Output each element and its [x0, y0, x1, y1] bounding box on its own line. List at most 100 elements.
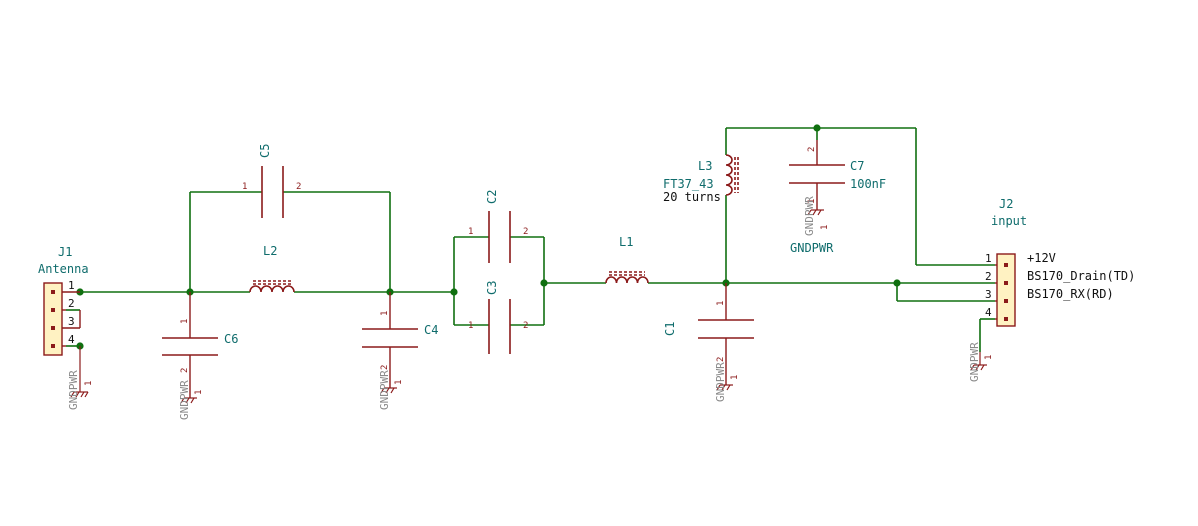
- c3-ref-label: C3: [485, 281, 499, 295]
- c6-pin1: 1: [180, 319, 190, 324]
- ground-symbol-j1: GNDPWR 1: [67, 346, 94, 410]
- c7-pin1: 1: [807, 199, 817, 204]
- c7-pin2: 2: [807, 147, 817, 152]
- capacitor-c1[interactable]: 1 2 C1: [663, 283, 754, 385]
- c5-pin1: 1: [242, 182, 247, 192]
- capacitor-c2[interactable]: 1 2 C2: [468, 190, 528, 263]
- gnd-c1-label: GNDPWR: [714, 362, 727, 402]
- j2-pin-name-2: BS170_Drain(TD): [1027, 269, 1135, 283]
- gnd-j2-hatch-2: [975, 364, 980, 371]
- gnd-j1-label: GNDPWR: [67, 370, 80, 410]
- gnd-c6-label: GNDPWR: [178, 380, 191, 420]
- inductor-l3[interactable]: L3 FT37_43 20 turns: [663, 154, 739, 204]
- gnd-c1-hatch-3: [726, 384, 731, 391]
- c7-ref-label: C7: [850, 159, 864, 173]
- j1-value-label: Antenna: [38, 262, 89, 276]
- c2-ref-label: C2: [485, 190, 499, 204]
- c2-pin2: 2: [523, 227, 528, 237]
- c1-pin1: 1: [716, 301, 726, 306]
- j2-pin-mark-4: [1004, 317, 1008, 321]
- c1-ref-label: C1: [663, 322, 677, 336]
- j1-ref-label: J1: [58, 245, 72, 259]
- capacitor-c4[interactable]: 1 2 C4: [362, 292, 438, 388]
- gnd-c1-pin: 1: [730, 375, 740, 380]
- j2-pin-mark-2: [1004, 281, 1008, 285]
- gnd-j1-hatch-1: [70, 391, 75, 398]
- gnd-j1-hatch-4: [84, 391, 89, 398]
- j1-pin-mark-2: [51, 308, 55, 312]
- j2-body: [996, 253, 1016, 327]
- gnd-j2-pin: 1: [984, 355, 994, 360]
- c4-ref-label: C4: [424, 323, 438, 337]
- gnd-c7-pin: 1: [820, 225, 830, 230]
- c3-pin2: 2: [523, 321, 528, 331]
- gnd-c1-hatch-1: [716, 384, 721, 391]
- gnd-j2-hatch-3: [980, 364, 985, 371]
- gnd-j2-hatch-1: [970, 364, 975, 371]
- capacitor-c3[interactable]: 1 2 C3: [468, 281, 528, 354]
- gnd-c7-hatch-3: [817, 209, 822, 216]
- ground-symbol-c6: GNDPWR 1: [178, 380, 204, 420]
- junction-c2c3-left: [450, 288, 458, 296]
- j2-pin-name-3: BS170_RX(RD): [1027, 287, 1114, 301]
- l2-ref-label: L2: [263, 244, 277, 258]
- j1-pin-mark-4: [51, 344, 55, 348]
- j2-pin-number-4: 4: [985, 306, 992, 319]
- gnd-c7-hatch-2: [812, 209, 817, 216]
- junction-pin3-tie: [893, 279, 901, 287]
- l1-coil: [605, 276, 649, 284]
- gnd-c6-hatch-2: [185, 397, 190, 404]
- ground-symbol-c4: GNDPWR 1: [378, 370, 404, 410]
- gnd-c4-label: GNDPWR: [378, 370, 391, 410]
- wires: [66, 127, 995, 352]
- capacitor-c7[interactable]: 2 1 C7 100nF: [789, 140, 886, 210]
- gnd-c4-hatch-3: [390, 387, 395, 394]
- j2-pin-number-1: 1: [985, 252, 992, 265]
- inductor-l1[interactable]: L1: [605, 235, 649, 284]
- junction-c2c3-right: [540, 279, 548, 287]
- j2-pin-mark-3: [1004, 299, 1008, 303]
- gnd-c7-label-horizontal: GNDPWR: [790, 241, 834, 255]
- ground-symbol-j2: GNDPWR 1: [968, 342, 994, 382]
- j1-pin-number-1: 1: [68, 279, 75, 292]
- gnd-c6-hatch-3: [190, 397, 195, 404]
- c5-pin2: 2: [296, 182, 301, 192]
- junction-top-rail: [813, 124, 821, 132]
- c7-value-label: 100nF: [850, 177, 886, 191]
- j2-pin-number-3: 3: [985, 288, 992, 301]
- c3-pin1: 1: [468, 321, 473, 331]
- connector-j1[interactable]: J1 Antenna 1 2 3 4: [38, 245, 89, 356]
- j1-pin-number-3: 3: [68, 315, 75, 328]
- j1-pin-mark-1: [51, 290, 55, 294]
- gnd-c4-hatch-2: [385, 387, 390, 394]
- l3-ref-label: L3: [698, 159, 712, 173]
- l2-coil: [249, 285, 295, 293]
- c6-pin2: 2: [180, 368, 190, 373]
- j1-body: [43, 282, 63, 356]
- connector-j2[interactable]: J2 input 1 2 3 4 +12V BS170_Drain(TD) BS…: [985, 197, 1135, 327]
- gnd-j1-hatch-2: [75, 391, 80, 398]
- gnd-c7-hatch-1: [807, 209, 812, 216]
- gnd-c1-hatch-2: [721, 384, 726, 391]
- l1-ref-label: L1: [619, 235, 633, 249]
- j2-pin-number-2: 2: [985, 270, 992, 283]
- j2-value-label: input: [991, 214, 1027, 228]
- gnd-j2-label: GNDPWR: [968, 342, 981, 382]
- gnd-j1-pin: 1: [84, 381, 94, 386]
- gnd-j1-hatch-3: [80, 391, 85, 398]
- j2-pin-mark-1: [1004, 263, 1008, 267]
- l3-value-label: FT37_43: [663, 177, 714, 191]
- j1-pin-number-2: 2: [68, 297, 75, 310]
- capacitor-c5[interactable]: 1 2 C5: [242, 144, 301, 218]
- c5-ref-label: C5: [258, 144, 272, 158]
- l3-coil: [725, 154, 733, 196]
- inductor-l2[interactable]: L2: [249, 244, 295, 293]
- l3-note-label: 20 turns: [663, 190, 721, 204]
- capacitor-c6[interactable]: 1 2 C6: [162, 292, 238, 398]
- c4-pin1: 1: [380, 311, 390, 316]
- gnd-c7-label-vertical: GNDPWR: [803, 196, 816, 236]
- c6-ref-label: C6: [224, 332, 238, 346]
- ground-symbol-c1: GNDPWR 1: [714, 362, 740, 402]
- gnd-c6-pin: 1: [194, 390, 204, 395]
